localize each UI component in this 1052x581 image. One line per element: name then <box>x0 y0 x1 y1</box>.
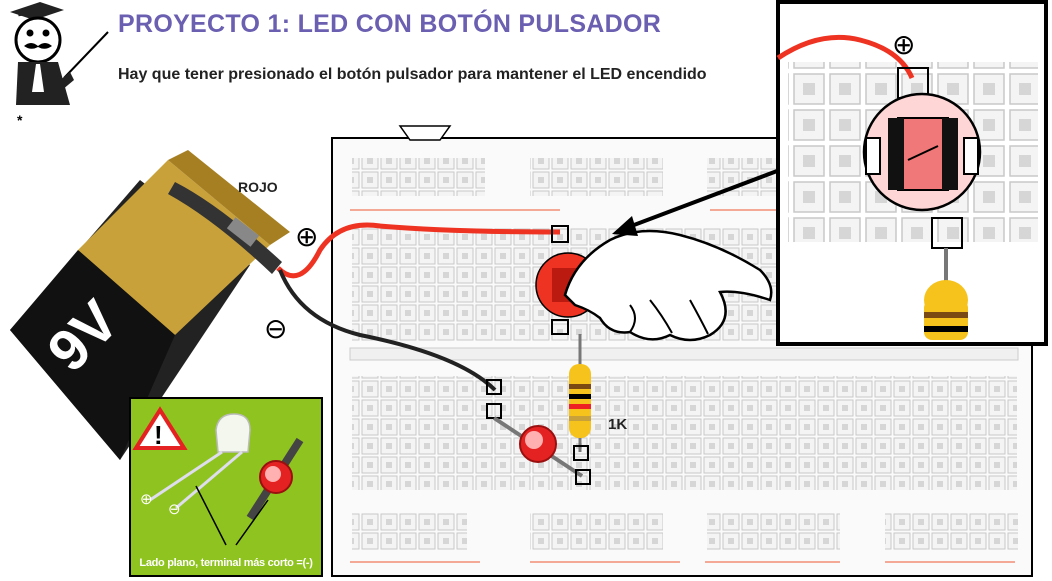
resistor-label: 1K <box>608 416 627 433</box>
warning-mark: ! <box>154 420 163 450</box>
warning-box: ! ⊕ ⊖ Lado plano, terminal más corto =(-… <box>129 397 323 577</box>
footnote-mark: * <box>17 112 23 128</box>
resistor-1k <box>569 334 591 461</box>
red-wire <box>276 222 561 279</box>
teacher-icon <box>10 2 109 105</box>
page-subtitle: Hay que tener presionado el botón pulsad… <box>118 66 707 83</box>
zoom-arrow <box>625 166 786 230</box>
page-title: PROYECTO 1: LED CON BOTÓN PULSADOR <box>118 10 662 38</box>
warning-icon <box>132 406 188 450</box>
zoom-inset: ⊕ <box>776 0 1048 346</box>
minus-terminal-symbol: ⊖ <box>264 313 287 344</box>
warning-plus-symbol: ⊕ <box>140 491 153 508</box>
plus-terminal-symbol: ⊕ <box>295 221 318 252</box>
led-red <box>486 379 591 485</box>
warning-minus-symbol: ⊖ <box>168 501 181 518</box>
zoom-plus-symbol: ⊕ <box>892 29 915 60</box>
black-wire <box>278 269 497 392</box>
red-wire-label: ROJO <box>238 179 278 195</box>
pressing-hand-icon <box>563 229 773 342</box>
warning-caption: Lado plano, terminal más corto =(-) <box>139 557 313 569</box>
